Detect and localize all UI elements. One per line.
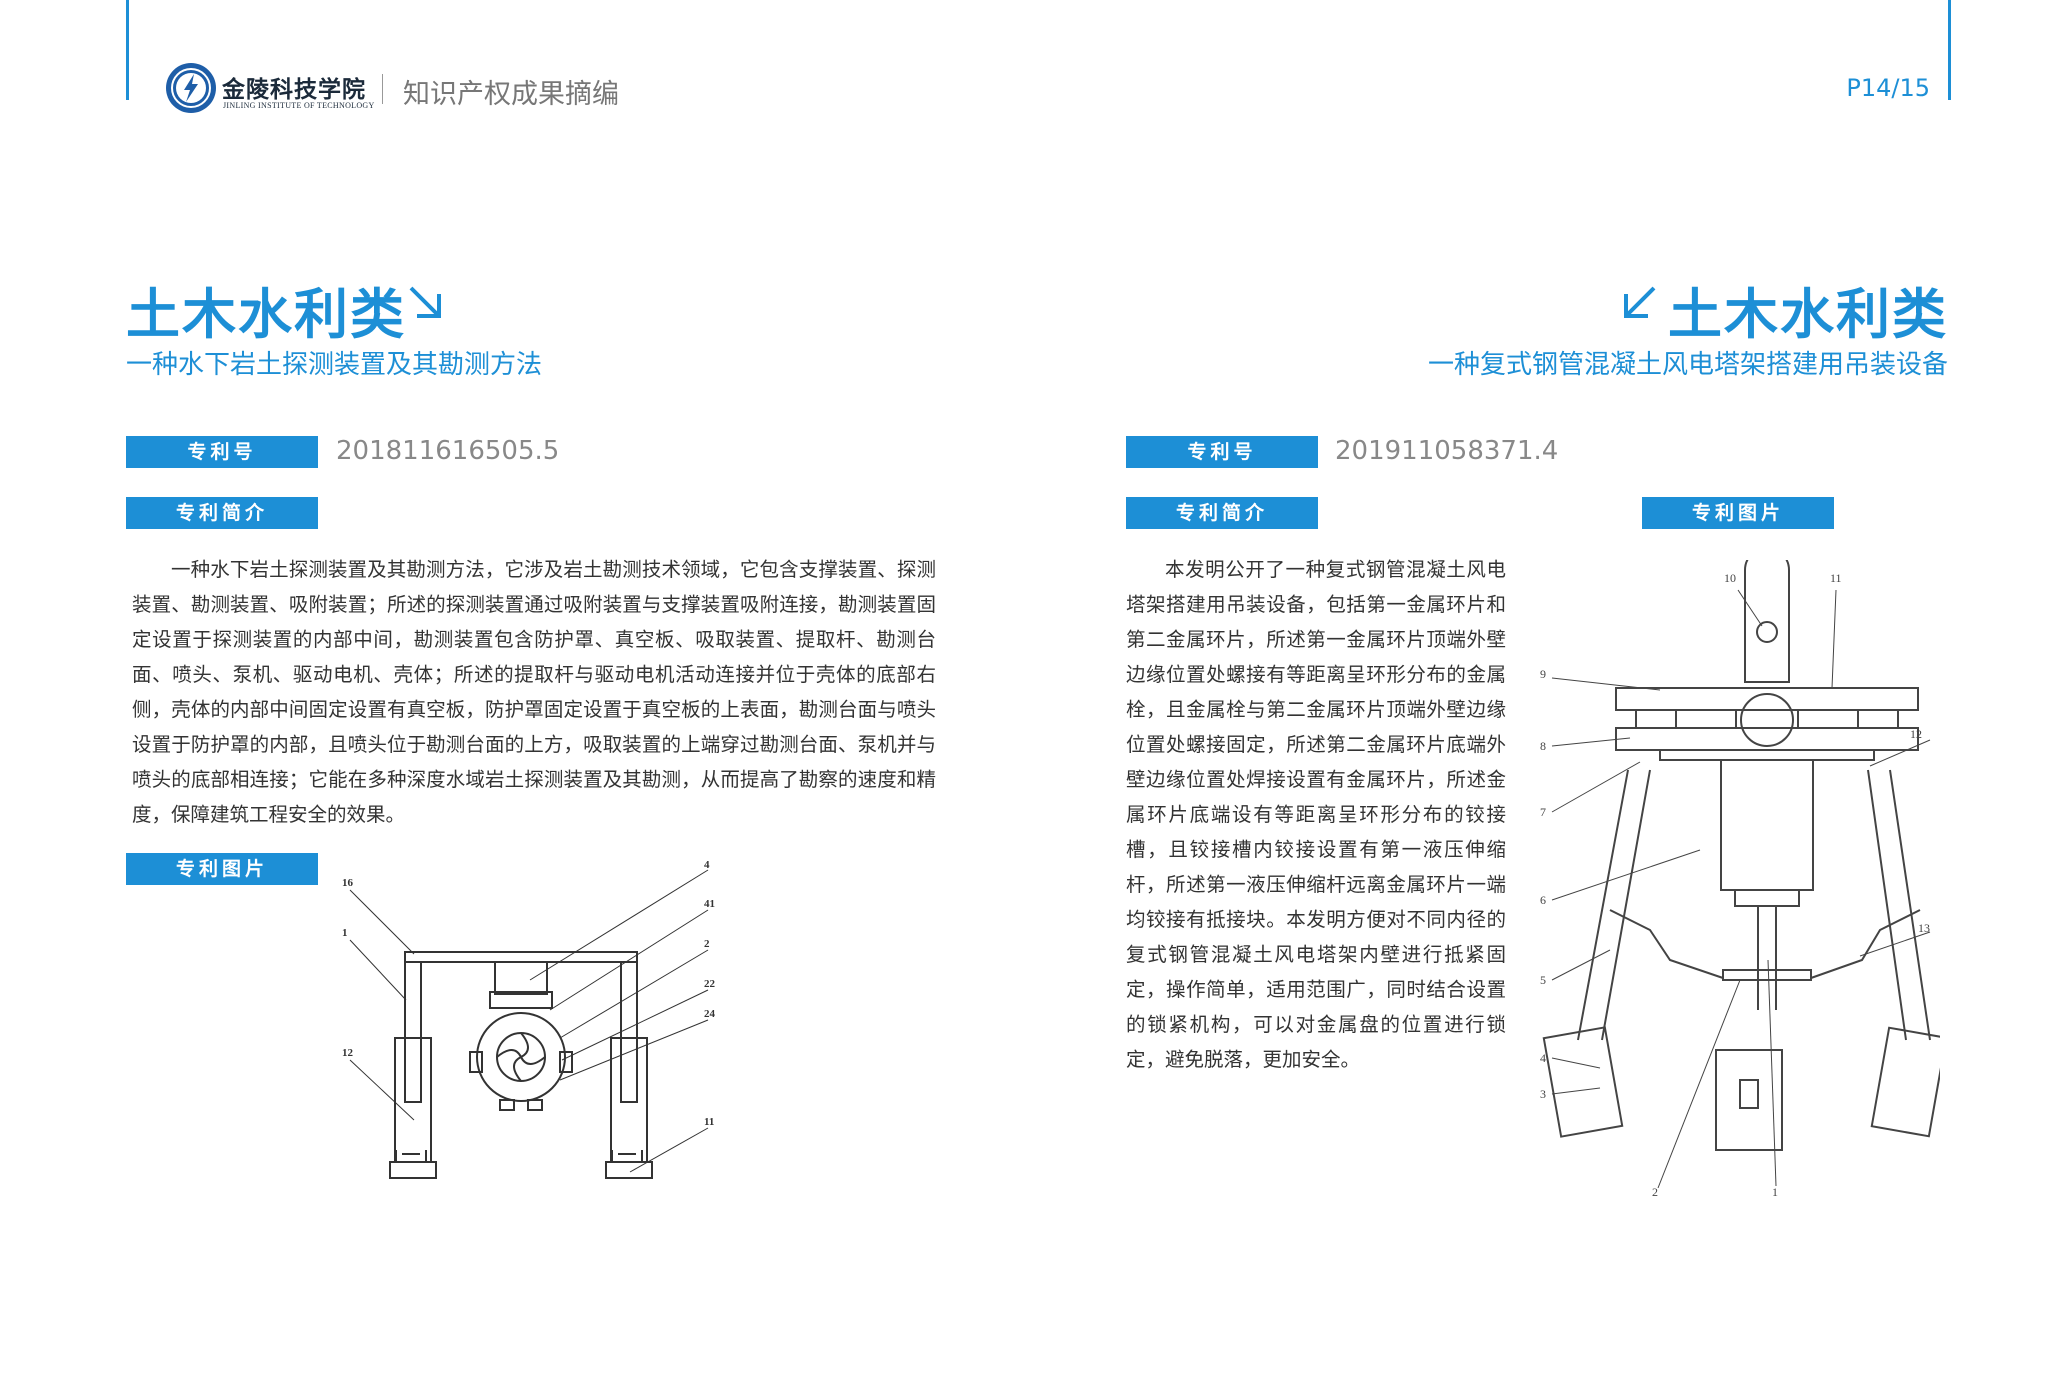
- right-category-title: 土木水利类: [1668, 283, 1948, 346]
- left-callout-24: 24: [704, 1008, 716, 1020]
- right-callout-1: 1: [1772, 1185, 1778, 1199]
- right-callout-4: 4: [1540, 1051, 1546, 1065]
- left-category-title: 土木水利类: [126, 283, 406, 346]
- right-frame-line: [1948, 0, 1951, 100]
- right-callout-12: 12: [1910, 727, 1922, 741]
- right-patent-number: 201911058371.4: [1335, 436, 1559, 466]
- right-callout-7: 7: [1540, 805, 1546, 819]
- right-image-label: 专利图片: [1642, 497, 1834, 529]
- left-summary-text: 一种水下岩土探测装置及其勘测方法，它涉及岩土勘测技术领域，它包含支撑装置、探测装…: [132, 558, 936, 826]
- left-callout-4: 4: [704, 860, 710, 871]
- header-divider: [382, 74, 383, 104]
- right-callout-8: 8: [1540, 739, 1546, 753]
- right-summary-text: 本发明公开了一种复式钢管混凝土风电塔架搭建用吊装设备，包括第一金属环片和第二金属…: [1126, 558, 1506, 1071]
- school-subtitle: JINLING INSTITUTE OF TECHNOLOGY: [223, 101, 375, 110]
- right-patent-subtitle: 一种复式钢管混凝土风电塔架搭建用吊装设备: [1427, 350, 1948, 380]
- right-callout-13: 13: [1918, 921, 1930, 935]
- right-callout-2: 2: [1652, 1185, 1658, 1199]
- right-callout-5: 5: [1540, 973, 1546, 987]
- arrow-down-left-icon: [1624, 286, 1656, 318]
- arrow-down-right-icon: [409, 286, 441, 318]
- left-summary-label: 专利简介: [126, 497, 318, 529]
- document-title: 知识产权成果摘编: [403, 79, 619, 110]
- left-callout-22: 22: [704, 978, 716, 990]
- left-callout-16: 16: [342, 877, 354, 889]
- right-callout-6: 6: [1540, 893, 1546, 907]
- right-patent-figure: 10 11 9 8 12 7 6 13 5 4 3 2 1: [1540, 560, 1940, 1199]
- left-patent-number: 201811616505.5: [336, 436, 560, 466]
- right-patent-number-label: 专利号: [1126, 436, 1318, 468]
- left-patent-number-label: 专利号: [126, 436, 318, 468]
- left-callout-41: 41: [704, 898, 715, 910]
- left-callout-11: 11: [704, 1116, 714, 1128]
- page-number: P14/15: [1846, 74, 1930, 102]
- right-callout-9: 9: [1540, 667, 1546, 681]
- left-patent-subtitle: 一种水下岩土探测装置及其勘测方法: [126, 350, 543, 380]
- left-patent-figure: 16 1 12 4 41 2 22 24 11: [342, 860, 716, 1179]
- school-logo-icon: [166, 63, 216, 113]
- left-frame-line: [126, 0, 129, 100]
- right-callout-10: 10: [1724, 571, 1736, 585]
- school-name: 金陵科技学院: [222, 76, 366, 103]
- right-summary-label: 专利简介: [1126, 497, 1318, 529]
- right-callout-3: 3: [1540, 1087, 1546, 1101]
- left-image-label: 专利图片: [126, 853, 318, 885]
- left-callout-12: 12: [342, 1047, 354, 1059]
- right-callout-11: 11: [1830, 571, 1842, 585]
- left-callout-1: 1: [342, 927, 348, 939]
- left-callout-2: 2: [704, 938, 710, 950]
